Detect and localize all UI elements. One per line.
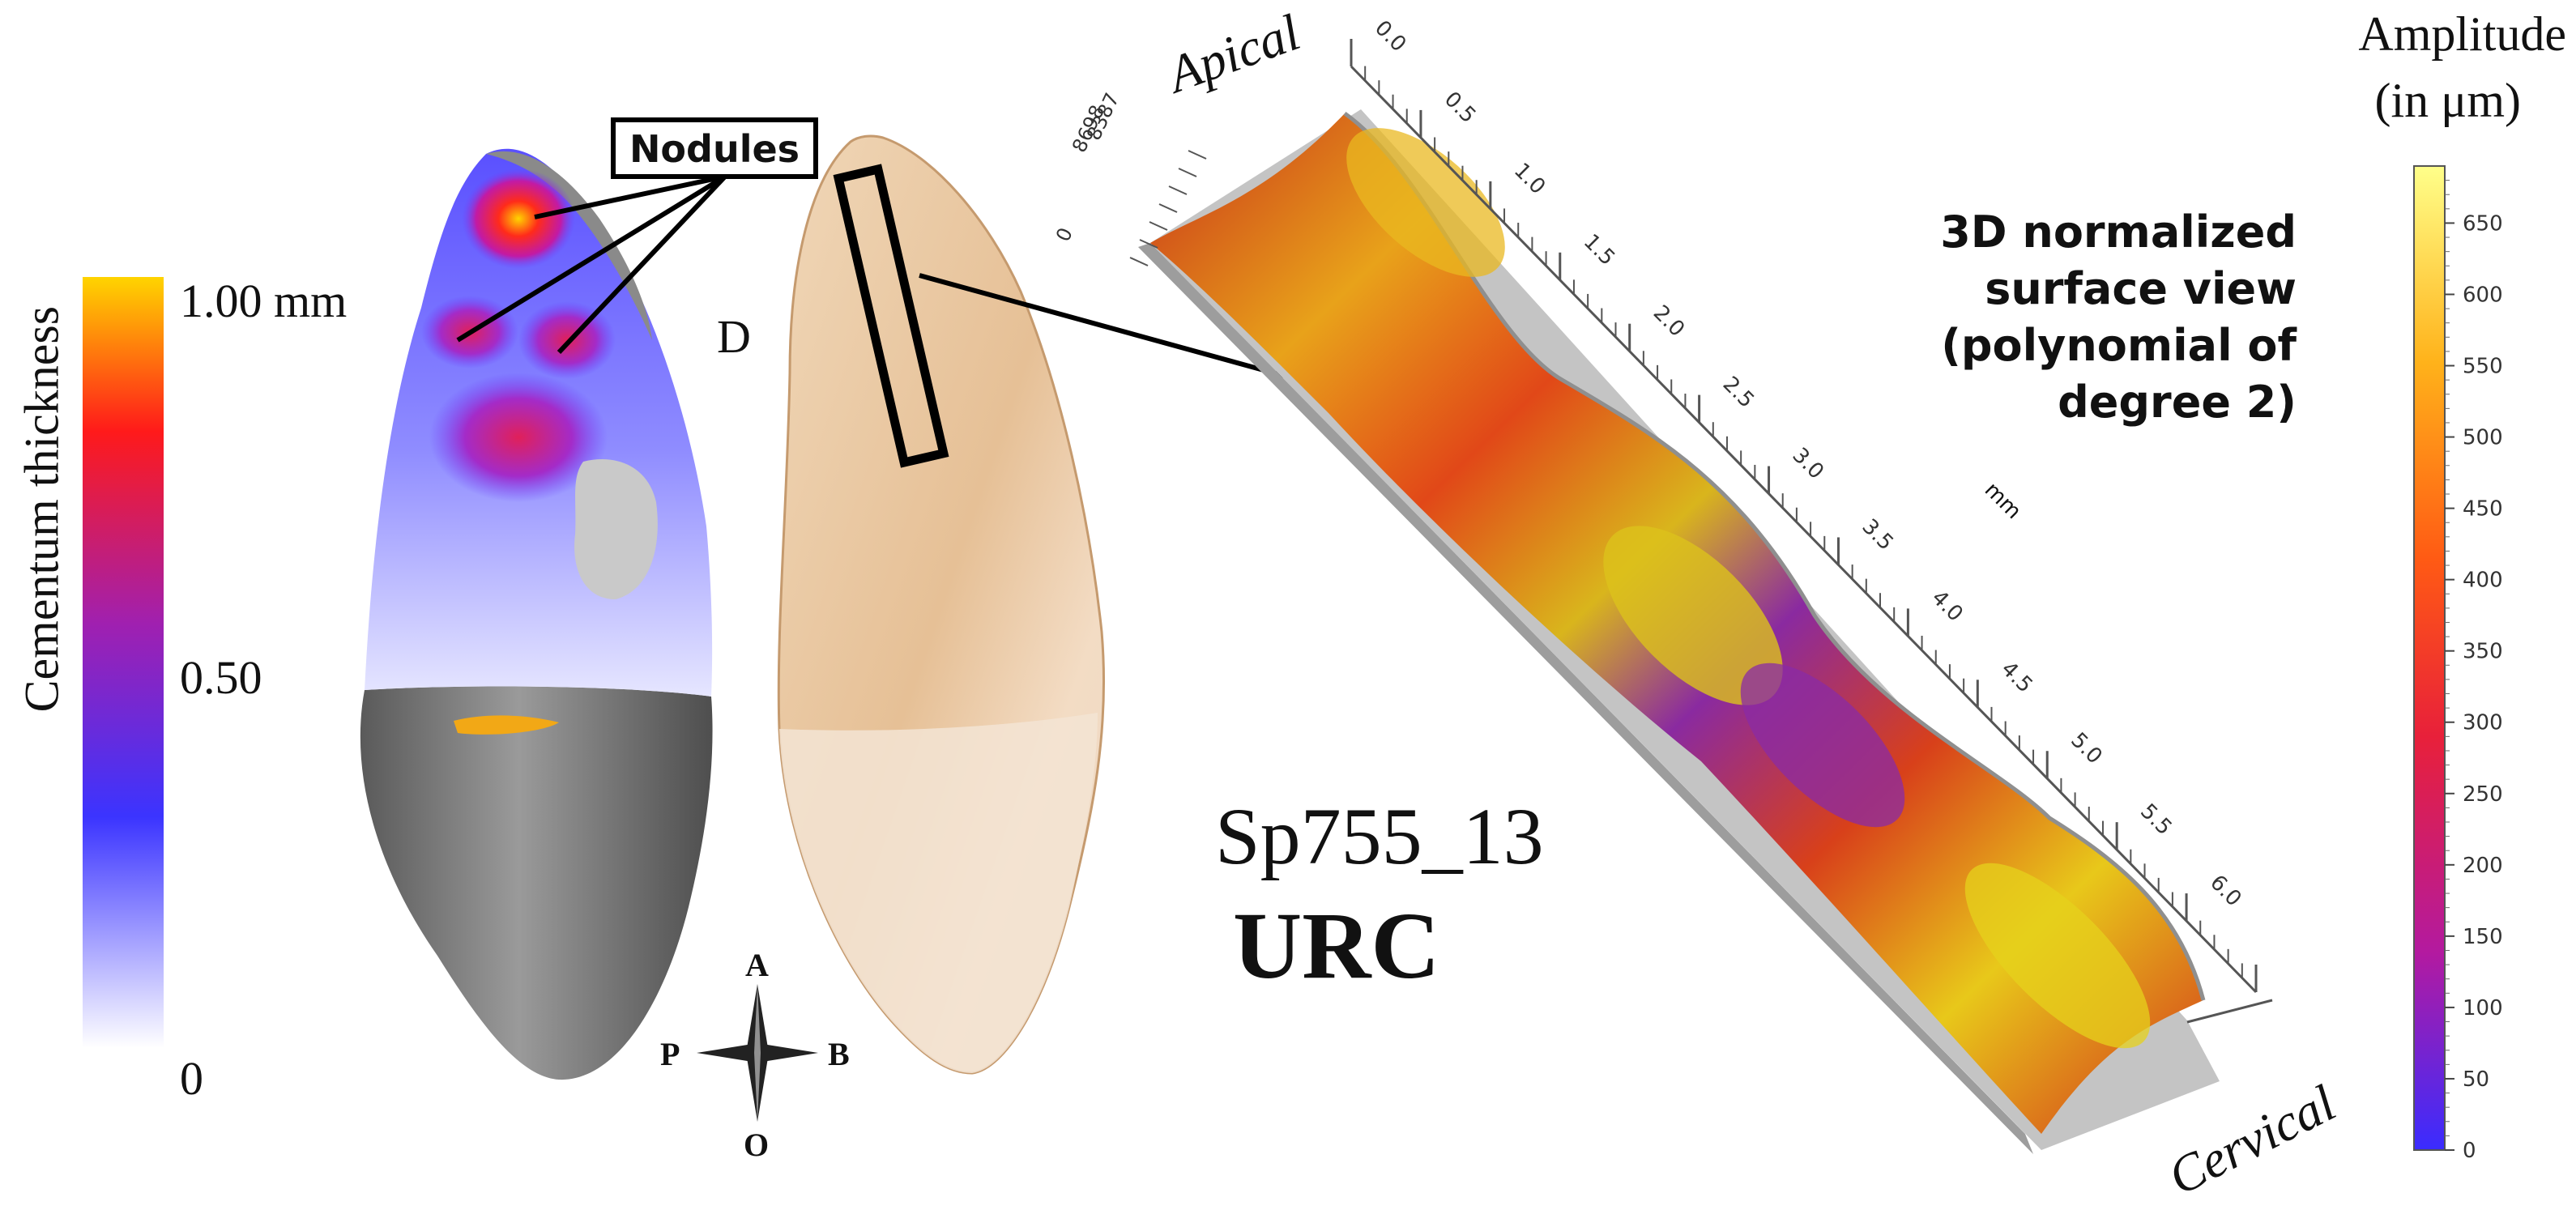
nodules-box — [611, 117, 818, 179]
length-tick-label: 5.0 — [2066, 728, 2106, 769]
compass-arm-east — [757, 1043, 818, 1063]
thick-patch-mid — [429, 373, 608, 502]
model-apex-grey-edge — [486, 151, 652, 340]
nodules-label: Nodules — [629, 127, 800, 171]
width-tick — [1158, 203, 1178, 213]
amplitude-title-line-1: Amplitude — [2358, 7, 2566, 61]
nodule-right — [518, 301, 616, 379]
compass-arm-west — [697, 1043, 757, 1063]
exposed-dentin-patch — [574, 459, 658, 599]
amplitude-tick-label: 50 — [2463, 1067, 2489, 1092]
distal-label: D — [717, 310, 751, 363]
compass-rose — [697, 984, 818, 1122]
compass-west-label: P — [660, 1036, 680, 1072]
cementum-colorbar — [83, 277, 164, 1048]
length-tick-label: 2.0 — [1648, 300, 1689, 341]
compass-east-label: B — [828, 1036, 850, 1072]
amplitude-tick-label: 100 — [2463, 996, 2503, 1020]
nodule-apical — [462, 168, 575, 269]
length-tick-label: 6.0 — [2205, 871, 2245, 911]
amplitude-tick-label: 300 — [2463, 711, 2503, 735]
surface-description-line-4: degree 2) — [2058, 377, 2297, 428]
width-tick — [1168, 185, 1188, 195]
surface-description-line-2: surface view — [1985, 263, 2297, 314]
width-tick — [1149, 221, 1168, 231]
zoom-leader-line — [919, 273, 1297, 381]
amplitude-title-line-2: (in μm) — [2374, 74, 2521, 127]
cervical-yellow-band — [454, 715, 559, 735]
length-tick-label: 3.5 — [1857, 514, 1898, 555]
amplitude-tick-label: 150 — [2463, 925, 2503, 949]
length-tick-label: 1.5 — [1579, 230, 1619, 271]
amplitude-tick-label: 350 — [2463, 640, 2503, 664]
thickness-model — [360, 148, 713, 1080]
amplitude-tick-label: 250 — [2463, 782, 2503, 807]
amplitude-tick-label: 0 — [2463, 1139, 2476, 1163]
length-axis-line — [1350, 65, 2258, 994]
amplitude-colorbar-ticks: 0 50 100 150 200 250 300 350 400 450 500 550 600 650 — [2445, 180, 2503, 1163]
compass-center — [754, 984, 761, 1122]
surface-description-line-1: 3D normalized — [1940, 207, 2297, 258]
amplitude-tick-label: 450 — [2463, 497, 2503, 522]
width-tick — [1139, 239, 1158, 249]
specimen-code: URC — [1233, 893, 1440, 999]
cementum-tick-mid: 0.50 — [180, 651, 262, 704]
width-tick-label: 0 — [1051, 224, 1077, 245]
amplitude-colorbar — [2413, 165, 2446, 1151]
length-tick-label: 0.5 — [1439, 87, 1480, 128]
nodule-leader-2 — [456, 174, 727, 343]
surface-highlight-ridge — [1343, 111, 2206, 1001]
length-tick-label: 0.0 — [1370, 16, 1410, 57]
width-tick — [1178, 168, 1197, 177]
cervical-axis-line — [2186, 999, 2273, 1024]
width-tick — [1129, 257, 1149, 266]
tooth-enamel-cap — [779, 713, 1098, 1073]
compass-south-label: O — [744, 1127, 770, 1163]
cementum-tick-bottom: 0 — [180, 1052, 203, 1105]
cementum-tick-top: 1.00 mm — [180, 275, 348, 327]
surface-base-floor — [1138, 243, 2033, 1154]
surface-yellow-dome-3 — [1964, 863, 2151, 1049]
length-tick-label: 1.0 — [1509, 159, 1550, 199]
length-tick-label: 4.5 — [1996, 657, 2036, 697]
surface-yellow-dome-2 — [1603, 526, 1783, 705]
sample-region-box — [833, 164, 949, 468]
width-tick — [1188, 150, 1207, 160]
specimen-id: Sp755_13 — [1215, 791, 1544, 881]
length-tick-label: 2.5 — [1718, 372, 1759, 412]
nodule-leader-1 — [534, 174, 726, 219]
cementum-scale-title: Cementum thickness — [15, 305, 69, 713]
surface-description-line-3: (polynomial of — [1941, 320, 2297, 371]
amplitude-tick-label: 650 — [2463, 211, 2503, 236]
length-tick-label: 5.5 — [2135, 799, 2176, 840]
amplitude-tick-label: 600 — [2463, 283, 2503, 307]
amplitude-tick-label: 500 — [2463, 426, 2503, 450]
length-tick-label: 3.0 — [1788, 443, 1828, 484]
amplitude-tick-label: 550 — [2463, 355, 2503, 379]
surface-purple-hollow — [1740, 662, 1905, 828]
amplitude-tick-label: 400 — [2463, 569, 2503, 593]
surface-yellow-dome-1 — [1346, 128, 1505, 277]
tooth-photo — [777, 134, 1106, 1075]
amplitude-tick-label: 200 — [2463, 854, 2503, 878]
nodule-leader-3 — [557, 174, 727, 355]
model-crown-grey — [360, 686, 713, 1080]
length-tick-label: 4.0 — [1926, 586, 1967, 626]
compass-north-label: A — [745, 947, 769, 983]
